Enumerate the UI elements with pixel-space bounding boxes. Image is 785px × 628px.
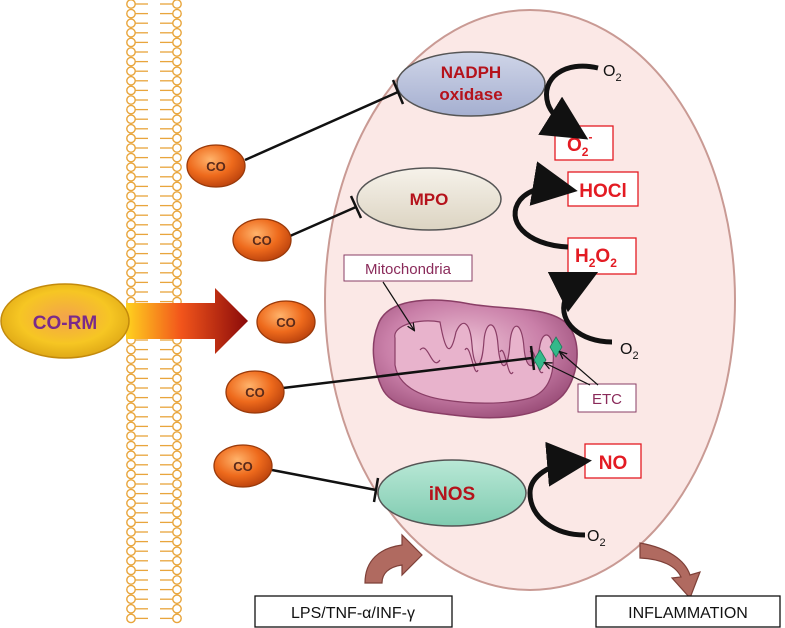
mitochondria-pointer [382,281,414,330]
mitochondrion [372,299,578,419]
co-molecule-3: CO [256,300,316,344]
svg-text:O2-: O2- [567,130,592,159]
h2o2-o: O [595,246,610,267]
nadph-reaction-arrow [538,63,599,140]
inflammation-arrow [639,542,701,600]
inos-reaction-arrow [527,441,592,538]
etc-pointer-1 [545,363,591,386]
no-label: NO [599,453,628,474]
svg-text:H2O2: H2O2 [575,246,617,270]
nadph-oxidase: NADPH oxidase [396,51,546,117]
hocl-box: HOCl [567,171,639,207]
o2-label-mito: O2 [620,341,639,362]
stimulus-arrow [364,533,423,584]
svg-text:CO: CO [233,459,253,474]
hocl-label: HOCl [579,181,627,202]
svg-text:CO: CO [206,159,226,174]
h2o2-h: H [575,246,589,267]
inflammation-label-box: INFLAMMATION [595,595,781,628]
inos-enzyme: iNOS [377,459,527,527]
nadph-label-line2: oxidase [439,85,502,104]
no-box: NO [584,443,642,479]
mpo-reaction-arrow [512,161,578,250]
inos-label: iNOS [429,484,475,505]
superoxide-o: O [567,135,582,156]
h2o2-box: H2O2 [567,237,637,275]
mpo-enzyme: MPO [356,167,502,231]
co-molecule-4: CO [225,370,285,414]
mitochondria-label: Mitochondria [365,261,452,278]
svg-text:CO: CO [276,315,296,330]
co-release-arrow [126,288,248,354]
superoxide-superscript: - [588,130,592,144]
stimuli-label-box: LPS/TNF-α/INF-γ [254,595,453,628]
svg-text:CO: CO [245,385,265,400]
superoxide-subscript: 2 [582,145,589,159]
h2o2-formation-arrow [547,271,613,345]
nadph-label-line1: NADPH [441,63,501,82]
h2o2-sub1: 2 [589,256,596,270]
co-rm-molecule: CO-RM [0,283,130,359]
inflammation-label: INFLAMMATION [628,605,748,622]
superoxide-box: O2- [554,125,614,161]
o2-label-inos: O2 [587,528,606,549]
co-molecule-2: CO [232,218,292,262]
inhibition-co-mpo [289,195,363,238]
co-rm-label: CO-RM [33,313,97,334]
mpo-label: MPO [410,190,449,209]
etc-pointer-2 [560,352,599,386]
svg-text:CO: CO [252,233,272,248]
etc-label: ETC [592,391,622,408]
co-molecule-1: CO [186,144,246,188]
inhibition-co-inos [271,468,380,503]
inhibition-co-nadph [244,79,405,162]
co-molecule-5: CO [213,444,273,488]
mitochondria-label-box: Mitochondria [343,254,473,282]
stimuli-label: LPS/TNF-α/INF-γ [291,605,415,622]
inhibition-co-etc [282,345,536,390]
etc-label-box: ETC [577,383,637,413]
h2o2-sub2: 2 [610,256,617,270]
o2-label-nadph: O2 [603,63,622,84]
